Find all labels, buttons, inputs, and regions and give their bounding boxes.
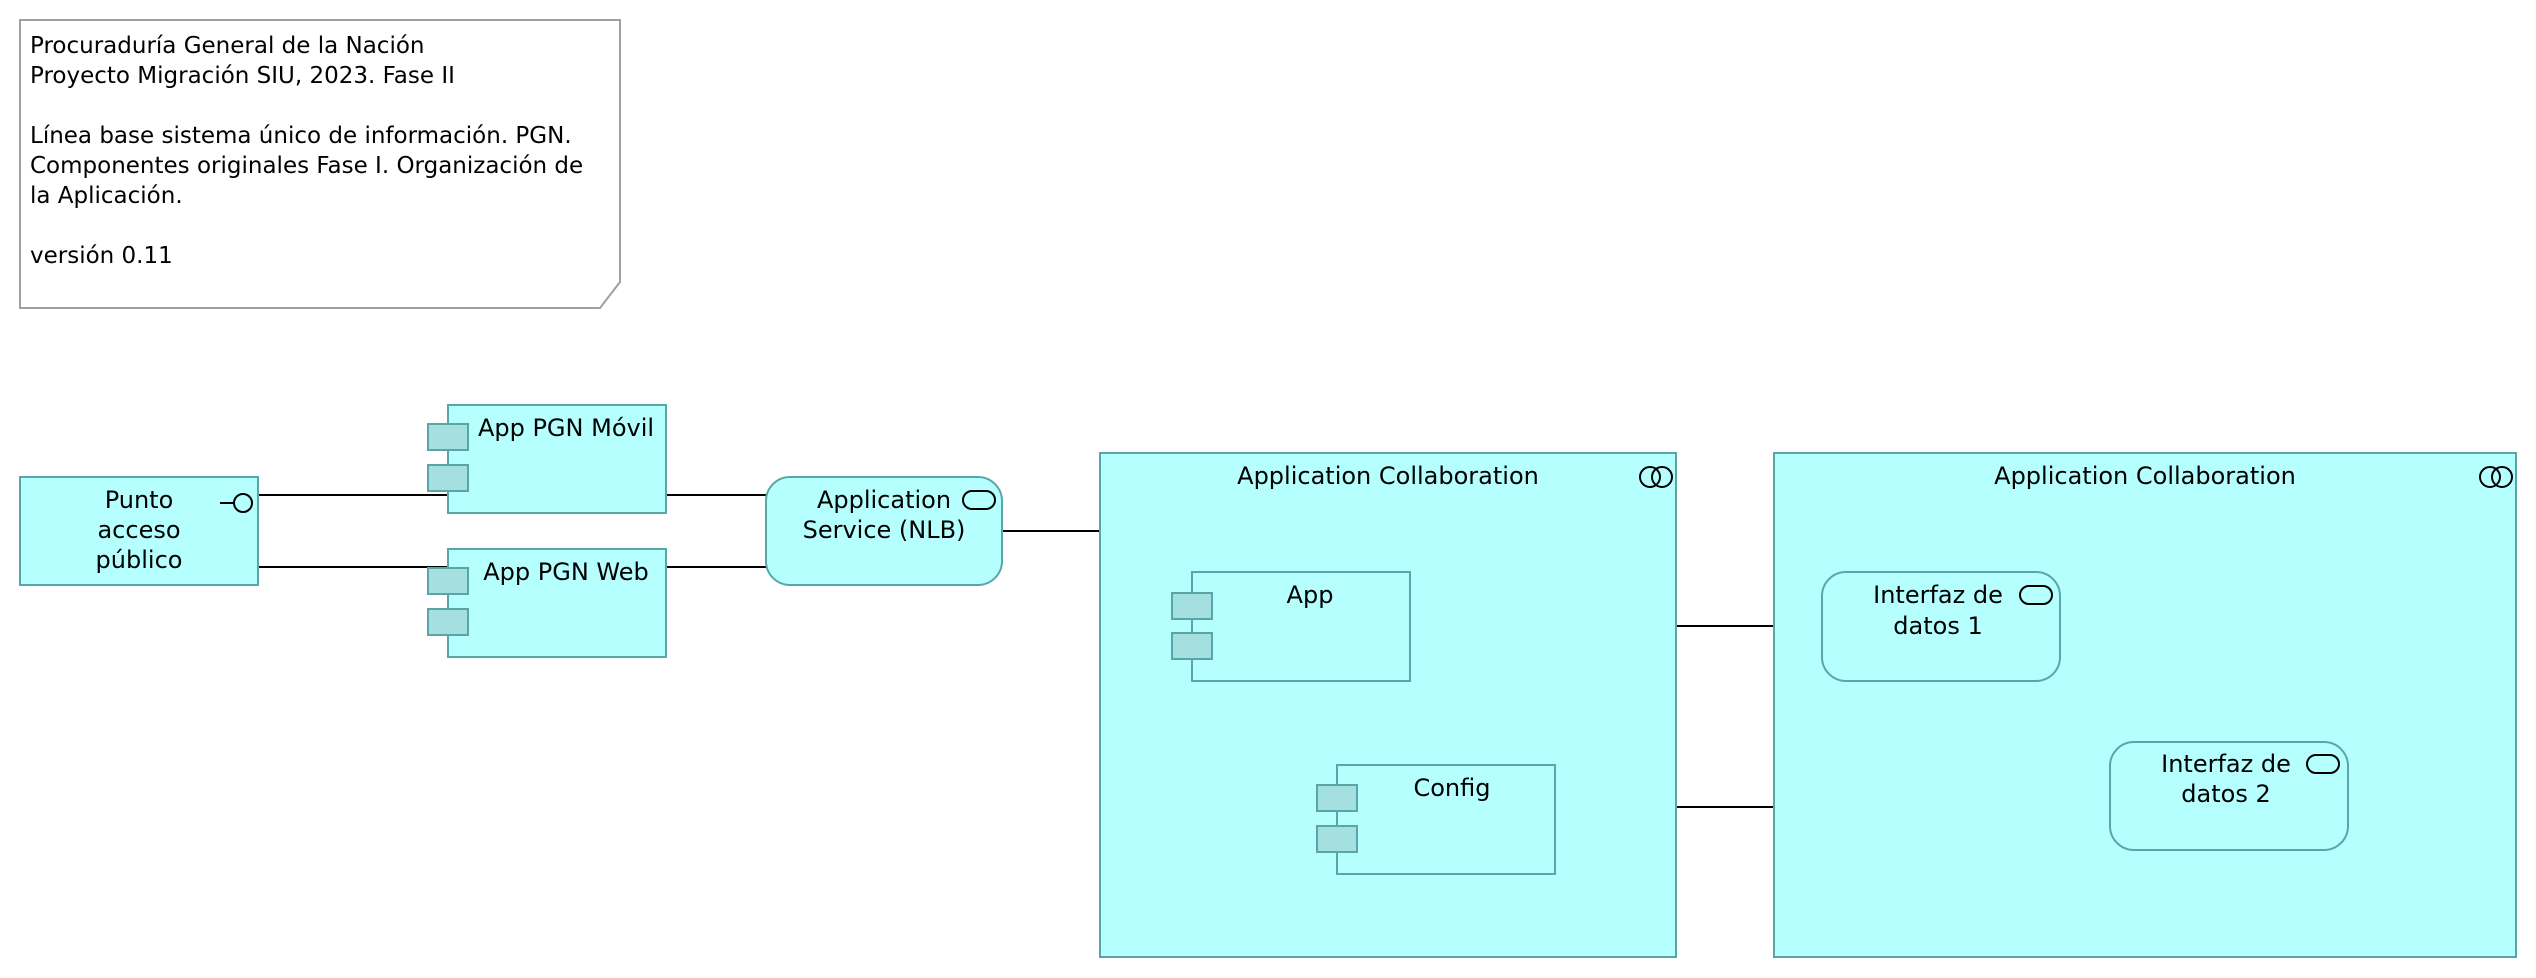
node-interfaz-datos-2[interactable]: Interfaz de datos 2 [2109,741,2349,851]
node-label-line-2: Service (NLB) [803,516,966,544]
node-label-line-2: acceso [97,516,180,544]
node-application-service-nlb[interactable]: Application Service (NLB) [765,476,1003,586]
node-body [2109,741,2349,851]
node-label-line-1: App [1287,581,1334,609]
node-label-line-2: datos 1 [1893,612,1982,640]
note-line-1: Procuraduría General de la Nación [30,33,424,59]
interface-icon [220,493,253,513]
component-icon [1316,784,1358,853]
node-label-line-1: Interfaz de [1873,581,2003,609]
note-line-5: Componentes originales Fase I. Organizac… [30,153,583,179]
node-punto-acceso-publico[interactable]: Punto acceso público [19,476,259,586]
node-label-line-1: App PGN Web [483,558,649,586]
component-icon [427,567,469,636]
node-app-pgn-movil[interactable]: App PGN Móvil [427,404,667,514]
node-label-line-2: datos 2 [2181,780,2270,808]
node-label-line-1: Application Collaboration [1237,462,1539,490]
node-application-collaboration-2[interactable]: Application Collaboration [1773,452,2517,958]
node-label-line-1: Application [817,486,951,514]
service-icon [2306,754,2340,774]
node-interfaz-datos-1[interactable]: Interfaz de datos 1 [1821,571,2061,682]
component-icon [1171,592,1213,660]
node-body [765,476,1003,586]
node-label-line-1: Application Collaboration [1994,462,2296,490]
node-app-pgn-web[interactable]: App PGN Web [427,548,667,658]
node-body [19,476,259,586]
component-icon [427,423,469,492]
note-line-6: la Aplicación. [30,183,183,209]
node-app[interactable]: App [1171,571,1411,682]
node-label-line-1: Punto [105,486,174,514]
service-icon [962,490,996,510]
node-body [1773,452,2517,958]
node-body [1821,571,2061,682]
note-line-2: Proyecto Migración SIU, 2023. Fase II [30,63,455,89]
node-body [1336,764,1556,875]
node-body [1191,571,1411,682]
service-icon [2019,585,2053,605]
node-body [1099,452,1677,958]
collaboration-icon [2479,466,2513,488]
node-label-line-3: público [96,546,183,574]
node-body [447,404,667,514]
note-line-8: versión 0.11 [30,243,173,269]
node-config[interactable]: Config [1316,764,1556,875]
node-label-line-1: Config [1413,774,1490,802]
node-body [447,548,667,658]
diagram-note: Procuraduría General de la Nación Proyec… [19,19,621,309]
node-label-line-1: App PGN Móvil [478,414,654,442]
note-line-4: Línea base sistema único de información.… [30,123,572,149]
node-label-line-1: Interfaz de [2161,750,2291,778]
note-shape [19,19,621,309]
collaboration-icon [1639,466,1673,488]
node-application-collaboration-1[interactable]: Application Collaboration [1099,452,1677,958]
